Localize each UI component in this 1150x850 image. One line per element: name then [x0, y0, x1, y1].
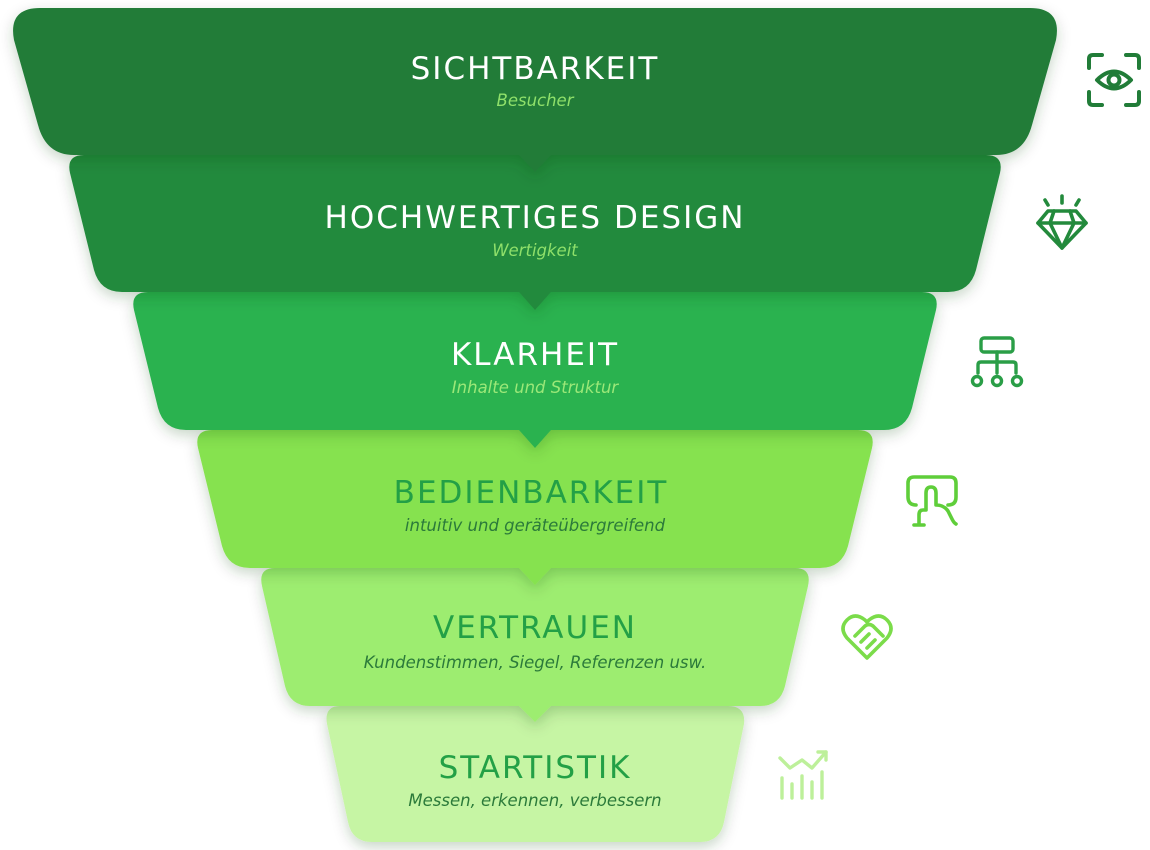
funnel-band-shape	[261, 568, 809, 722]
funnel-level-subtitle: Kundenstimmen, Siegel, Referenzen usw.	[364, 653, 706, 672]
funnel-band-shape	[326, 706, 745, 842]
funnel-level-title: BEDIENBARKEIT	[394, 475, 669, 511]
handshake-heart-icon	[841, 614, 893, 660]
funnel-level-subtitle: Messen, erkennen, verbessern	[408, 791, 661, 810]
touch-gesture-icon	[906, 475, 958, 527]
diamond-icon	[1036, 194, 1088, 250]
funnel-level-klarheit: KLARHEIT Inhalte und Struktur	[133, 292, 937, 448]
eye-scan-icon	[1087, 53, 1141, 107]
funnel-level-subtitle: Inhalte und Struktur	[452, 378, 620, 397]
funnel-level-title: STARTISTIK	[439, 750, 632, 786]
funnel-level-subtitle: Besucher	[497, 91, 575, 110]
sitemap-icon	[970, 336, 1024, 388]
funnel-level-title: SICHTBARKEIT	[411, 51, 660, 87]
funnel-level-statistik: STARTISTIK Messen, erkennen, verbessern	[326, 706, 745, 842]
funnel-level-vertrauen: VERTRAUEN Kundenstimmen, Siegel, Referen…	[261, 568, 809, 722]
funnel-level-bedienbarkeit: BEDIENBARKEIT intuitiv und geräteübergre…	[197, 430, 873, 585]
funnel-level-title: VERTRAUEN	[433, 610, 637, 646]
funnel-level-title: HOCHWERTIGES DESIGN	[325, 200, 746, 236]
funnel-level-subtitle: Wertigkeit	[492, 241, 578, 260]
funnel-band-shape	[69, 155, 1001, 310]
funnel-level-title: KLARHEIT	[451, 337, 619, 373]
funnel-level-subtitle: intuitiv und geräteübergreifend	[405, 516, 666, 535]
funnel-level-sichtbarkeit: SICHTBARKEIT Besucher	[13, 8, 1057, 172]
funnel-band-shape	[197, 430, 873, 585]
funnel-band-shape	[13, 8, 1057, 172]
funnel-band-shape	[133, 292, 937, 448]
statistics-chart-icon	[778, 750, 828, 800]
funnel-level-hochwertiges-design: HOCHWERTIGES DESIGN Wertigkeit	[69, 155, 1001, 310]
